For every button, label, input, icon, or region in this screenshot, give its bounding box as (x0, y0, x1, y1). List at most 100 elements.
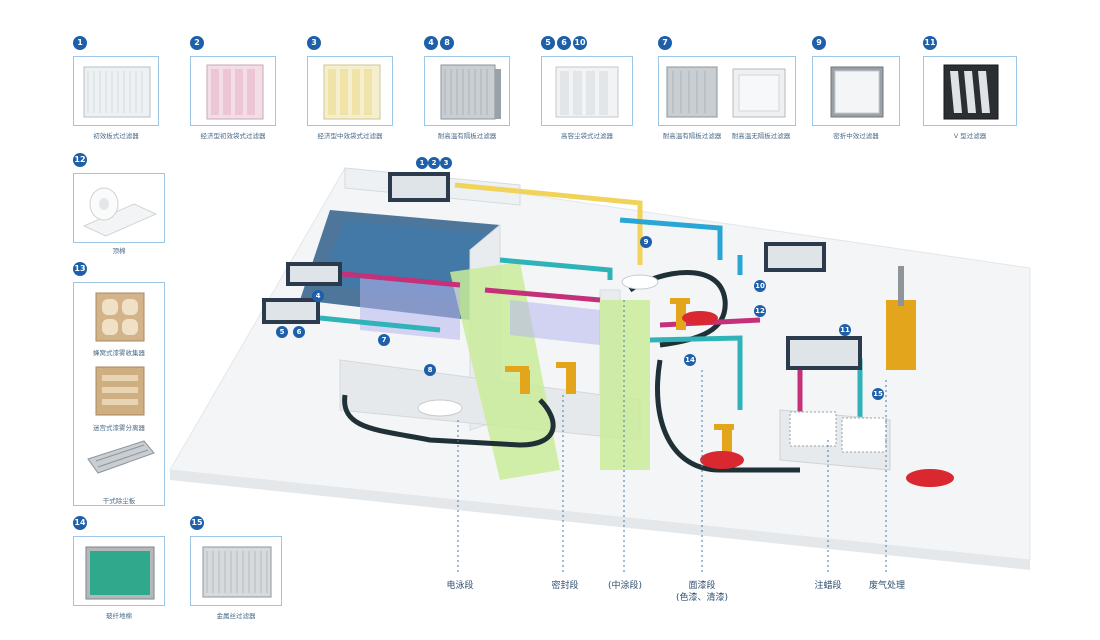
exhaust-treatment-unit (886, 300, 916, 370)
number-badge: 12 (73, 153, 87, 167)
bag-filter-pink-image (206, 64, 264, 120)
booth-purple-b (510, 300, 600, 345)
duct-yellow (454, 182, 643, 265)
filter-card-4-8: 4 8 耐高温有隔板过滤器 (424, 36, 510, 141)
car-body-red (700, 451, 744, 469)
duct-teal-a (319, 315, 441, 333)
mini-pleat-filter-image (830, 66, 884, 118)
number-badge: 3 (307, 36, 321, 50)
filter-badges: 1 (73, 36, 87, 50)
filter-caption: 耐高温有隔板过滤器 (437, 132, 497, 140)
filter-badges: 14 (73, 516, 87, 530)
car-body-white (417, 399, 463, 417)
ahu-unit (262, 298, 320, 324)
high-temp-filters-image (666, 66, 786, 118)
scene-marker: 2 (428, 157, 440, 169)
filter-card-9: 9 密折中效过滤器 (812, 36, 900, 141)
stage-label-sealing: 密封段 (551, 581, 579, 591)
scene-marker: 7 (378, 334, 390, 346)
floor-edge (170, 470, 1030, 570)
car-body-white (621, 274, 659, 290)
number-badge: 2 (190, 36, 204, 50)
pretreatment-tank (300, 210, 500, 320)
midcoat-green-zone (600, 300, 650, 470)
filter-image-frame (541, 56, 633, 126)
scene-marker: 5 (276, 326, 288, 338)
filter-caption: 耐高温无隔板过滤器 (731, 132, 791, 140)
filter-badges: 15 (190, 516, 204, 530)
filter-image-frame (923, 56, 1017, 126)
filter-image-frame (73, 282, 165, 506)
filter-image-frame (307, 56, 393, 126)
main-building-wall (344, 167, 521, 206)
robot-arm (714, 424, 734, 456)
filter-image-frame (658, 56, 796, 126)
duct-magenta-b (484, 287, 601, 303)
filter-image-frame (190, 536, 282, 606)
scene-marker: 15 (872, 388, 884, 400)
filter-caption: 迷宫式漆雾分离器 (93, 424, 145, 432)
number-badge: 11 (923, 36, 937, 50)
paint-mist-collectors-image (87, 292, 155, 474)
duct-teal-c (649, 335, 743, 410)
filter-caption: 高容尘袋式过滤器 (561, 132, 613, 140)
filter-card-5-6-10: 5 6 10 高容尘袋式过滤器 (541, 36, 633, 141)
filter-image-frame (190, 56, 276, 126)
filter-badges: 5 6 10 (541, 36, 587, 50)
car-body-red (682, 311, 718, 325)
robot-arm (670, 298, 690, 330)
interior-wall-a (469, 223, 501, 431)
filter-badges: 7 (658, 36, 672, 50)
stage-leader-lines (457, 300, 887, 572)
filter-card-12: 12 顶棉 (73, 153, 165, 255)
ahu-unit (786, 336, 862, 370)
filter-caption: 经济型初效袋式过滤器 (200, 132, 266, 140)
number-badge: 9 (812, 36, 826, 50)
scene-marker: 8 (424, 364, 436, 376)
factory-floor (169, 167, 1031, 561)
conveyor-track-ed (342, 394, 556, 448)
ceiling-media-roll-image (82, 187, 158, 237)
filter-badges: 13 (73, 262, 87, 276)
scene-marker: 1 (416, 157, 428, 169)
number-badge: 4 (424, 36, 438, 50)
exhaust-stack (898, 266, 904, 306)
duct-cyan (619, 217, 723, 260)
perforated-panel (789, 411, 837, 447)
interior-wall-b (599, 289, 621, 431)
pretreatment-tank-water (320, 220, 490, 300)
filter-badges: 2 (190, 36, 204, 50)
number-badge: 15 (190, 516, 204, 530)
ahu-unit (764, 242, 826, 272)
filter-caption: 耐高温有隔板过滤器 (662, 132, 722, 140)
number-badge: 6 (557, 36, 571, 50)
filter-badges: 11 (923, 36, 937, 50)
fiberglass-floor-media-image (85, 546, 155, 600)
filter-caption: 顶棉 (112, 247, 126, 255)
conveyor-track-topcoat (655, 359, 800, 473)
filter-card-7: 7 耐高温有隔板过滤器 耐高温无隔板过滤器 (658, 36, 796, 141)
filter-card-15: 15 金属丝过滤器 (190, 516, 282, 620)
scene-marker: 9 (640, 236, 652, 248)
stage-label-topcoat-sub: (色漆、清漆) (675, 593, 729, 603)
scene-marker: 6 (293, 326, 305, 338)
filter-image-frame (812, 56, 900, 126)
duct-teal-b (499, 257, 613, 280)
perforated-panel (841, 417, 887, 453)
filter-caption: 密折中效过滤器 (833, 132, 879, 140)
booth-purple-a (360, 275, 460, 340)
ahu-unit (286, 262, 342, 286)
scene-marker: 10 (754, 280, 766, 292)
filter-caption: 干式除尘板 (102, 497, 136, 505)
ahu-unit (388, 172, 450, 202)
number-badge: 14 (73, 516, 87, 530)
filter-badges: 3 (307, 36, 321, 50)
scene-marker: 14 (684, 354, 696, 366)
number-badge: 10 (573, 36, 587, 50)
filter-caption: 经济型中效袋式过滤器 (317, 132, 383, 140)
filter-image-frame (73, 173, 165, 243)
panel-filter-image (83, 66, 151, 118)
filter-card-11: 11 V 型过滤器 (923, 36, 1017, 141)
stage-label-ed: 电泳段 (446, 581, 474, 591)
filter-card-3: 3 经济型中效袋式过滤器 (307, 36, 393, 141)
